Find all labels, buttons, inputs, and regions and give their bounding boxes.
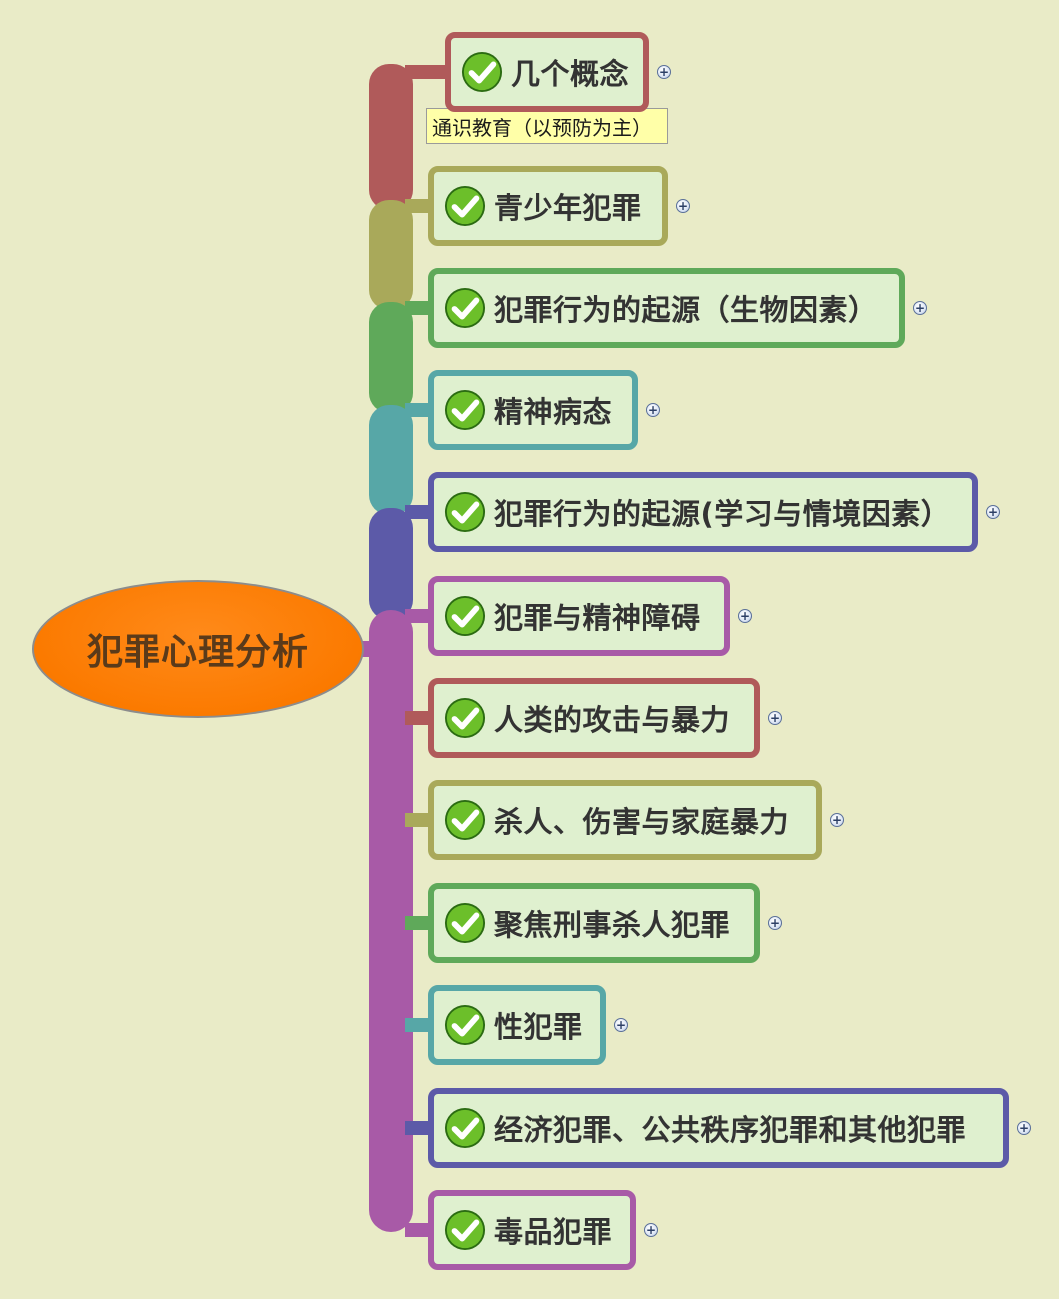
check-circle-icon — [444, 902, 486, 944]
topic-label: 毒品犯罪 — [494, 1215, 613, 1249]
expand-topic-icon[interactable]: + — [738, 609, 752, 623]
topic-node[interactable]: 人类的攻击与暴力 — [428, 678, 760, 758]
check-circle-icon — [444, 491, 486, 533]
topic-node[interactable]: 犯罪行为的起源（生物因素） — [428, 268, 905, 348]
trunk-segment — [369, 302, 413, 413]
trunk-segment — [369, 610, 413, 1232]
check-circle-icon — [444, 287, 486, 329]
expand-topic-icon[interactable]: + — [614, 1018, 628, 1032]
expand-topic-icon[interactable]: + — [644, 1223, 658, 1237]
expand-topic-icon[interactable]: + — [676, 199, 690, 213]
topic-node[interactable]: 毒品犯罪 — [428, 1190, 636, 1270]
trunk-segment — [369, 405, 413, 515]
trunk-segment — [369, 508, 413, 620]
topic-node[interactable]: 经济犯罪、公共秩序犯罪和其他犯罪 — [428, 1088, 1009, 1168]
expand-topic-icon[interactable]: + — [1017, 1121, 1031, 1135]
check-circle-icon — [444, 595, 486, 637]
topic-label: 聚焦刑事杀人犯罪 — [494, 908, 731, 942]
topic-node[interactable]: 性犯罪 — [428, 985, 606, 1065]
expand-topic-icon[interactable]: + — [768, 916, 782, 930]
topic-node[interactable]: 青少年犯罪 — [428, 166, 668, 246]
expand-topic-icon[interactable]: + — [913, 301, 927, 315]
expand-topic-icon[interactable]: + — [646, 403, 660, 417]
check-circle-icon — [444, 697, 486, 739]
topic-node[interactable]: 犯罪行为的起源(学习与情境因素） — [428, 472, 978, 552]
check-circle-icon — [444, 1107, 486, 1149]
topic-label: 青少年犯罪 — [494, 191, 642, 225]
check-circle-icon — [444, 185, 486, 227]
topic-node[interactable]: 聚焦刑事杀人犯罪 — [428, 883, 760, 963]
check-circle-icon — [444, 1209, 486, 1251]
topic-node[interactable]: 杀人、伤害与家庭暴力 — [428, 780, 822, 860]
topic-label: 人类的攻击与暴力 — [494, 703, 731, 737]
expand-topic-icon[interactable]: + — [830, 813, 844, 827]
topic-label: 性犯罪 — [494, 1010, 583, 1044]
topic-label: 几个概念 — [511, 57, 630, 91]
topic-note: 通识教育（以预防为主） — [426, 108, 668, 144]
trunk-segment — [369, 64, 413, 210]
trunk-segment — [369, 200, 413, 310]
check-circle-icon — [461, 51, 503, 93]
check-circle-icon — [444, 1004, 486, 1046]
note-text: 通识教育（以预防为主） — [432, 115, 652, 140]
topic-label: 经济犯罪、公共秩序犯罪和其他犯罪 — [494, 1113, 967, 1147]
central-topic[interactable]: 犯罪心理分析 — [32, 580, 364, 718]
topic-label: 杀人、伤害与家庭暴力 — [494, 805, 790, 839]
check-circle-icon — [444, 799, 486, 841]
topic-label: 犯罪行为的起源(学习与情境因素） — [494, 497, 951, 531]
topic-label: 犯罪与精神障碍 — [494, 601, 701, 635]
central-topic-label: 犯罪心理分析 — [86, 632, 309, 673]
topic-label: 犯罪行为的起源（生物因素） — [494, 293, 878, 327]
branch-stub — [405, 65, 453, 79]
expand-topic-icon[interactable]: + — [986, 505, 1000, 519]
topic-node[interactable]: 犯罪与精神障碍 — [428, 576, 730, 656]
expand-topic-icon[interactable]: + — [768, 711, 782, 725]
check-circle-icon — [444, 389, 486, 431]
topic-node[interactable]: 几个概念 — [445, 32, 649, 112]
topic-label: 精神病态 — [494, 395, 613, 429]
expand-topic-icon[interactable]: + — [657, 65, 671, 79]
topic-node[interactable]: 精神病态 — [428, 370, 638, 450]
